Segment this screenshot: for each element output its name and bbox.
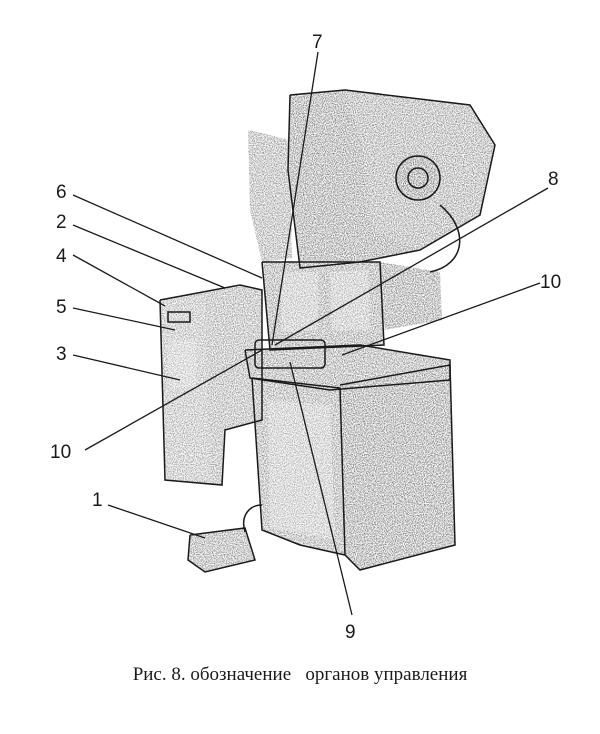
callout-10-left: 10: [50, 442, 71, 463]
leader-9: [289, 361, 353, 616]
figure-caption: Рис. 8. обозначение органов управления: [132, 664, 468, 685]
callout-4: 4: [56, 246, 67, 267]
callout-labels: 7 6 8 2 4 10 5 3 10 1 9: [50, 32, 561, 643]
ram-slots-right: [330, 270, 370, 330]
leader-2: [72, 224, 226, 289]
leader-3: [72, 354, 181, 381]
leader-7: [271, 51, 319, 346]
machine-outlines: [159, 89, 496, 573]
callout-10-right: 10: [540, 272, 561, 293]
leader-5: [72, 307, 176, 331]
machine-illustration: [160, 90, 495, 572]
callout-6: 6: [56, 182, 67, 203]
leader-10a: [341, 282, 541, 356]
foot-pedal: [188, 528, 255, 572]
callout-leaders: [72, 51, 549, 616]
callout-3: 3: [56, 344, 67, 365]
leader-8: [274, 187, 549, 346]
press-base-right: [340, 365, 455, 570]
callout-2: 2: [56, 212, 67, 233]
callout-7: 7: [312, 32, 323, 53]
leader-10b: [84, 349, 263, 451]
right-bracket: [380, 262, 442, 330]
leader-6: [72, 194, 263, 279]
rear-plate: [248, 130, 292, 262]
leader-4: [72, 254, 166, 307]
ram-slots-left: [280, 272, 318, 332]
callout-9: 9: [345, 622, 356, 643]
callout-1: 1: [92, 490, 103, 511]
base-opening: [268, 400, 335, 540]
callout-8: 8: [548, 169, 559, 190]
flywheel: [394, 156, 442, 200]
cabinet-window: [168, 340, 196, 388]
callout-5: 5: [56, 297, 67, 318]
leader-1: [107, 504, 206, 539]
